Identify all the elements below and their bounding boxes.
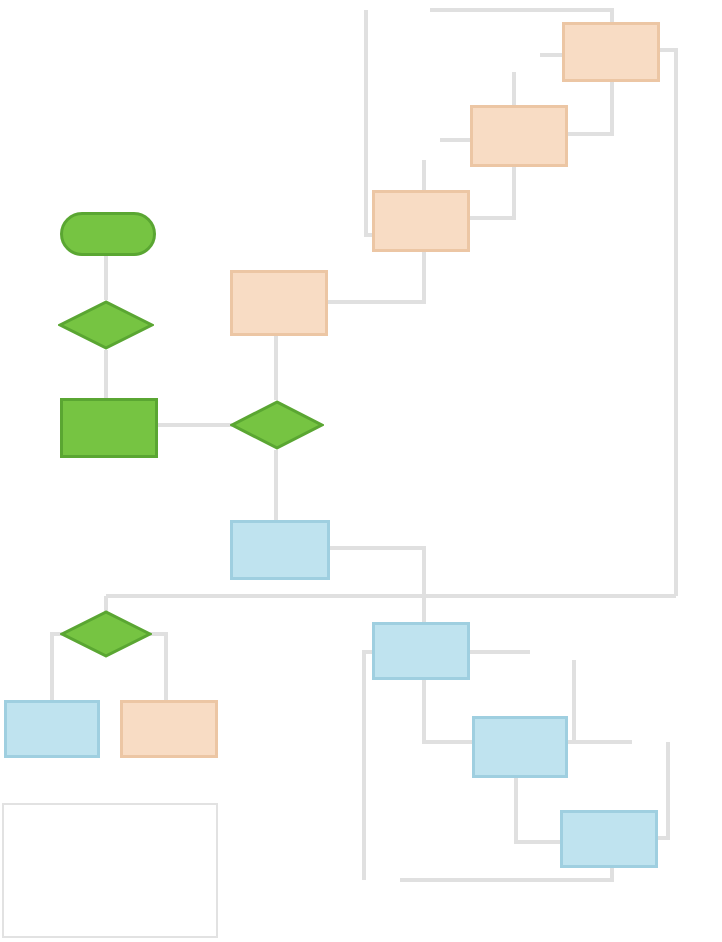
decision-center [230,400,324,450]
connector [150,632,168,700]
process-box-green [60,398,158,458]
connector [422,680,472,744]
diamond-shape [60,610,152,658]
connector [470,165,516,220]
notes-box [2,803,218,938]
connector [514,778,560,844]
process-box-b1 [230,520,330,580]
start-terminal [60,212,156,256]
connector [364,10,372,237]
connector [658,742,670,840]
connector [400,868,614,882]
connector [50,632,62,700]
process-box-bottom-left-peach [120,700,218,758]
diamond-shape [58,300,154,350]
connector [430,8,614,22]
process-box-b4 [560,810,658,868]
diamond-shape [230,400,324,450]
process-box-p3 [372,190,470,252]
connector [330,546,426,622]
process-box-bottom-left-blue [4,700,100,758]
process-box-p2 [470,105,568,167]
connector [362,650,372,880]
connector [328,250,426,304]
decision-top-left [58,300,154,350]
process-box-p4 [230,270,328,336]
connector [660,48,678,596]
connector [568,80,614,136]
process-box-p1 [562,22,660,82]
process-box-b3 [472,716,568,778]
process-box-b2 [372,622,470,680]
decision-bottom-left [60,610,152,658]
